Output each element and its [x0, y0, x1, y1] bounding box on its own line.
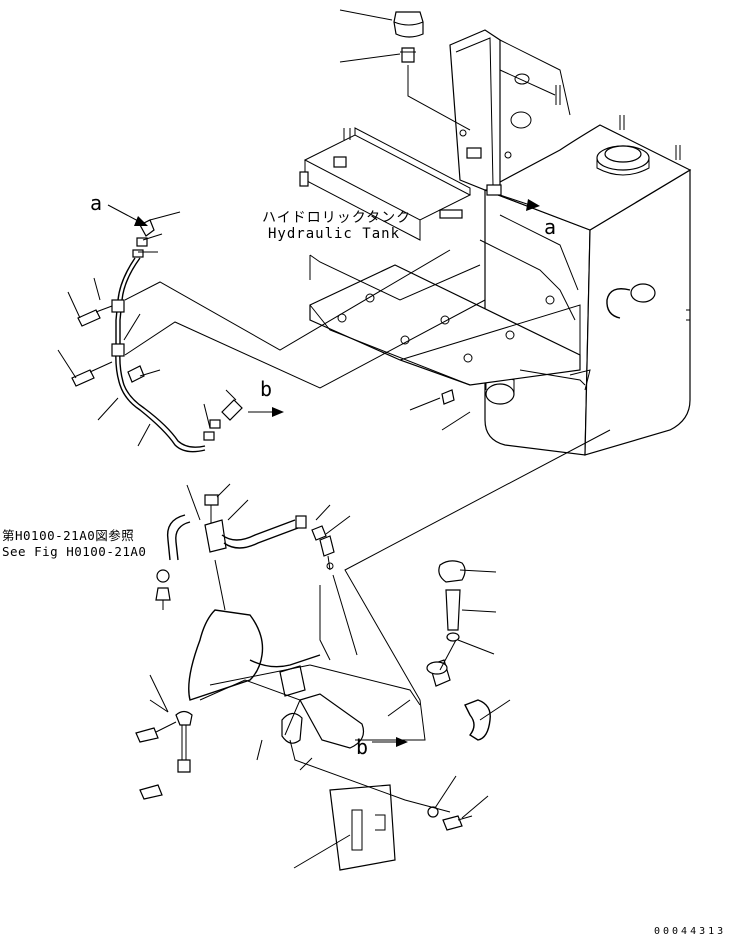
bolt-icon-3 [127, 365, 145, 383]
callout-b-upper: b [260, 377, 272, 401]
bracket-icon [204, 519, 227, 553]
see-fig-label-jp: 第H0100-21A0図参照 [2, 528, 134, 543]
hydraulic-tank-label-jp: ハイドロリックタンク [262, 210, 411, 226]
clamp-icon-2 [111, 343, 125, 357]
bolt-icon-4 [204, 494, 219, 506]
hose-icon [299, 693, 365, 749]
drain-line-assembly [57, 211, 486, 453]
bolt-icon-6 [139, 784, 163, 800]
callout-a-left: a [90, 191, 102, 215]
bolt-icon-7 [442, 815, 463, 831]
elbow-fitting-icon-3 [311, 525, 327, 541]
tank-mounting-frame [299, 127, 591, 391]
bolt-icon-2 [71, 369, 95, 387]
filler-cap-icon [438, 560, 466, 583]
arrow-icon-a-right [499, 194, 540, 211]
arrow-icon-b-lower [372, 737, 408, 747]
see-fig-label-en: See Fig H0100-21A0 [2, 544, 146, 559]
elbow-fitting-icon-2 [221, 399, 243, 421]
arrow-icon-a-left [107, 204, 148, 226]
callout-b-lower: b [356, 735, 368, 759]
breather-parts [339, 9, 471, 131]
callout-a-right: a [544, 215, 556, 239]
hydraulic-tank-label-en: Hydraulic Tank [268, 226, 400, 242]
drawing-serial-number: 00044313 [654, 926, 726, 937]
bolt-icon [77, 309, 101, 327]
clamp-icon [111, 299, 125, 313]
strainer-icon [445, 589, 461, 631]
loose-fittings [409, 389, 471, 431]
breather-adapter-icon [401, 47, 415, 63]
lower-hose-assembly [135, 429, 611, 871]
bolt-icon-5 [135, 727, 159, 743]
arrow-icon-b-upper [248, 407, 284, 417]
hydraulic-tank [439, 29, 692, 456]
